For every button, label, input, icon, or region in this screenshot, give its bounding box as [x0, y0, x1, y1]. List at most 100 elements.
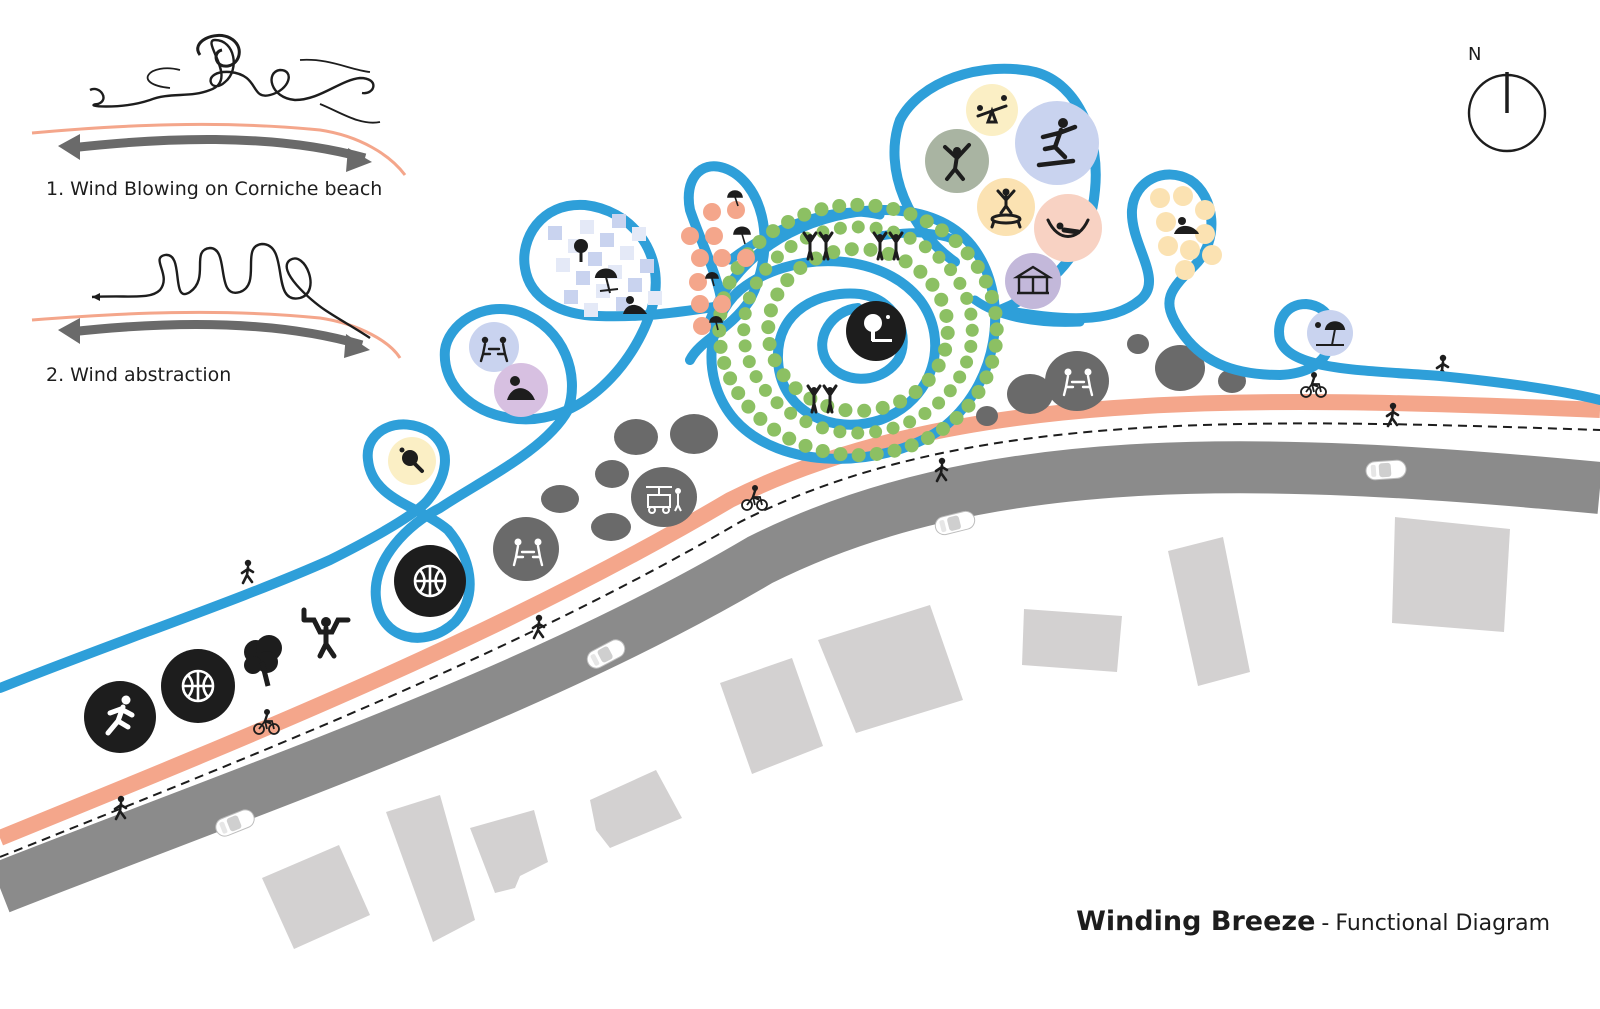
decor-dot — [940, 325, 955, 340]
lane-divider — [0, 422, 1600, 858]
decor-dot — [705, 227, 723, 245]
decor-dot — [893, 394, 908, 409]
decor-dot — [833, 447, 848, 462]
sunbather-icon — [623, 296, 647, 314]
decor-dot — [717, 355, 732, 370]
running-icon — [105, 695, 135, 736]
lawn-tile — [648, 291, 662, 305]
decor-dot — [1180, 240, 1200, 260]
decor-dot — [742, 291, 756, 305]
chess-players-icon — [512, 538, 544, 567]
decor-dot — [723, 371, 738, 386]
decor-dot — [781, 214, 796, 229]
winding-breeze-path — [0, 63, 1600, 693]
decor-dot — [1195, 200, 1215, 220]
decor-dot — [903, 231, 917, 245]
decor-dot — [762, 337, 777, 352]
decor-dot — [971, 385, 986, 400]
decor-dot — [838, 403, 853, 418]
decor-dot — [798, 438, 813, 453]
seesaw-icon — [976, 95, 1008, 124]
lawn-tile — [564, 290, 578, 304]
lawn-tile — [612, 214, 626, 228]
lawn-tile — [600, 233, 614, 247]
relax-zone — [494, 363, 548, 417]
decor-dot — [767, 353, 782, 368]
decor-dot — [752, 234, 767, 249]
decor-dot — [960, 291, 974, 305]
beach-umbrella-icon — [727, 190, 743, 207]
food-cart-icon — [646, 486, 682, 514]
decor-dot — [978, 274, 993, 289]
decor-dot — [881, 246, 896, 261]
decor-dot — [985, 354, 1000, 369]
decor-dot — [869, 425, 883, 439]
picnic-lawn — [548, 214, 662, 317]
decor-dot — [935, 421, 950, 436]
decor-dot — [875, 400, 890, 415]
decor-dot — [782, 431, 797, 446]
table-tennis-zone — [388, 437, 436, 485]
beach-umbrella-icon — [709, 315, 723, 331]
legend-item-1: 1. Wind Blowing on Corniche beach — [46, 178, 383, 200]
decor-dot — [703, 203, 721, 221]
wind-diagram-1 — [31, 33, 407, 176]
pedestrian-icon — [531, 613, 546, 640]
decor-dot — [737, 323, 751, 337]
decor-dot — [960, 355, 974, 369]
lawn-tile — [548, 226, 562, 240]
climber-icon — [943, 143, 971, 181]
lawn-tile — [620, 246, 634, 260]
decor-dot — [949, 411, 964, 426]
decor-dot — [784, 240, 798, 254]
decor-dot — [953, 370, 967, 384]
decor-dot — [863, 242, 878, 257]
decor-dot — [693, 317, 711, 335]
beach-umbrella-icon — [1315, 321, 1346, 346]
decor-dot — [833, 221, 847, 235]
chess-players-icon — [1062, 368, 1094, 397]
decor-dot — [869, 221, 883, 235]
decor-dot — [903, 207, 918, 222]
chess-players-icon — [479, 336, 509, 363]
running-zone — [84, 681, 156, 753]
decor-dot — [1150, 188, 1170, 208]
hammock-icon — [1046, 218, 1090, 238]
gymnast-icon — [301, 607, 351, 659]
lawn-tile — [584, 303, 598, 317]
decor-dot — [763, 303, 778, 318]
carousel-icon — [1012, 265, 1054, 295]
decor-dot — [712, 323, 727, 338]
decor-dot — [944, 263, 958, 277]
car-icon — [1364, 459, 1408, 481]
decor-dot — [851, 426, 865, 440]
decor-dot — [887, 443, 902, 458]
decor-dot — [932, 250, 946, 264]
decor-dot — [758, 383, 772, 397]
decor-dot — [749, 276, 763, 290]
celebration-icon — [802, 231, 904, 414]
decor-dot — [761, 320, 776, 335]
decor-dot — [713, 339, 728, 354]
title-separator: - — [1321, 911, 1330, 936]
decor-dot — [815, 421, 829, 435]
legend-item-2: 2. Wind abstraction — [46, 364, 232, 386]
table-tennis-icon — [399, 447, 424, 473]
decor-dot — [970, 259, 985, 274]
decor-dot — [737, 249, 755, 267]
north-label: N — [1468, 44, 1482, 65]
playground-zone — [925, 84, 1102, 309]
decor-dot — [886, 201, 901, 216]
decor-dot — [988, 306, 1003, 321]
decor-dot — [832, 199, 847, 214]
compass-icon — [1467, 72, 1547, 153]
decor-dot — [886, 421, 900, 435]
diagram-title: Winding Breeze-Functional Diagram — [1076, 906, 1550, 937]
lawn-tile — [632, 227, 646, 241]
decor-dot — [921, 372, 936, 387]
decor-dot — [1173, 186, 1193, 206]
sunbather-icon — [507, 376, 535, 400]
decor-dot — [965, 323, 979, 337]
lawn-tile — [580, 220, 594, 234]
